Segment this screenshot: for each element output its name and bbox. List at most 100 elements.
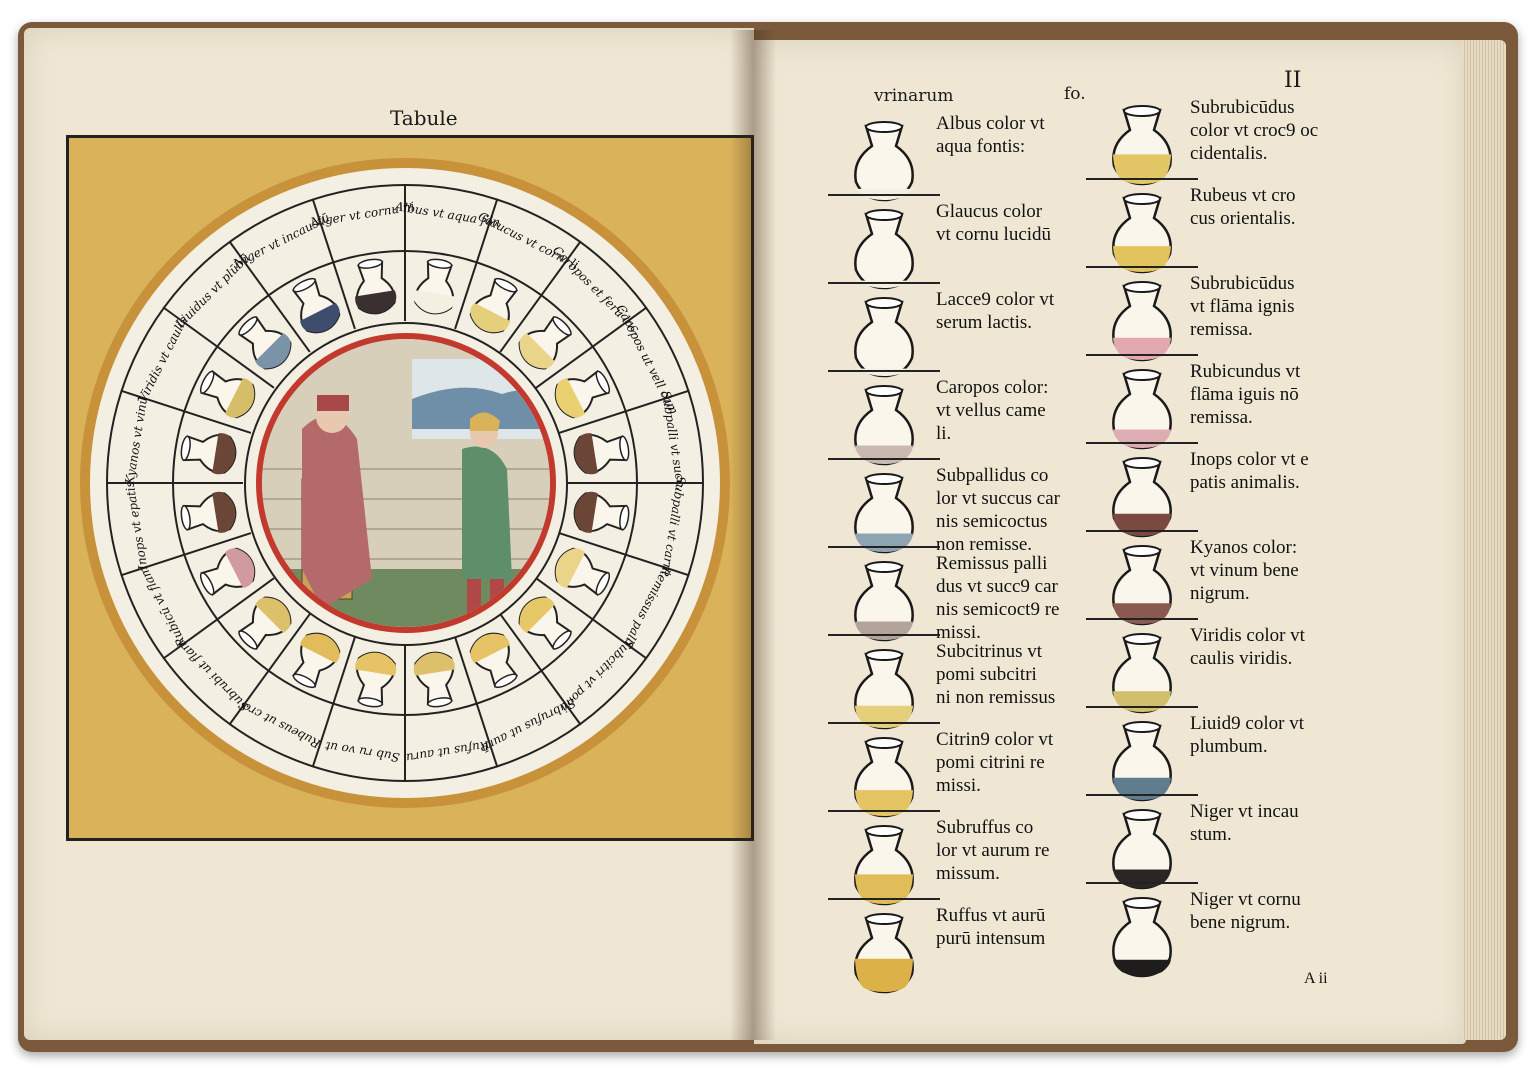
wheel-flask <box>469 277 519 334</box>
wheel-flask <box>237 315 292 370</box>
row-divider <box>828 898 940 900</box>
urine-color-description: Viridis color vt caulis viridis. <box>1190 625 1305 669</box>
wheel-flask <box>199 369 256 419</box>
flask-liquid <box>413 290 455 314</box>
book-gutter <box>730 30 776 1040</box>
flask-liquid <box>1113 959 1171 976</box>
wheel-spoke <box>535 306 648 389</box>
row-divider <box>828 458 940 460</box>
wheel-spoke <box>311 198 356 330</box>
physician-scene <box>256 333 556 633</box>
urine-color-description: Liuid9 color vt plumbum. <box>1190 713 1304 757</box>
urine-flask <box>854 473 914 554</box>
urine-flask <box>854 121 914 202</box>
flask-liquid <box>255 333 291 369</box>
wheel-flask <box>554 369 611 419</box>
row-divider <box>1086 794 1198 796</box>
urine-flask <box>854 385 914 466</box>
wheel-flask <box>413 651 455 708</box>
flask-liquid <box>855 533 913 552</box>
page-edges <box>1462 40 1506 1040</box>
wheel-spoke <box>120 532 252 577</box>
wheel-spoke <box>535 577 648 660</box>
urine-flask <box>1112 105 1172 186</box>
urine-color-description: Niger vt incau stum. <box>1190 801 1299 845</box>
row-divider <box>828 282 940 284</box>
urine-flask <box>1112 897 1172 978</box>
wheel-label: Sub ru vo ut <box>324 739 401 765</box>
wheel-spoke <box>120 389 252 434</box>
row-divider <box>1086 882 1198 884</box>
wheel-flask <box>355 258 397 315</box>
flask-liquid <box>555 378 586 418</box>
row-divider <box>828 634 940 636</box>
urine-flask <box>854 825 914 906</box>
row-divider <box>1086 706 1198 708</box>
wheel-flask <box>237 596 292 651</box>
wheel-flask <box>291 632 341 689</box>
wheel-flask <box>180 433 237 475</box>
flask-liquid <box>255 597 291 633</box>
flask-liquid <box>355 652 397 676</box>
flask-liquid <box>855 790 913 816</box>
wheel-label: Rubicū vt flam <box>136 564 189 650</box>
wheel-flask <box>469 632 519 689</box>
wheel-spoke <box>558 389 690 434</box>
urine-color-description: Citrin9 color vt pomi citrini re missi. <box>936 729 1054 796</box>
row-divider <box>1086 266 1198 268</box>
row-divider <box>828 546 940 548</box>
wheel-label: Niger vt cornu ni <box>309 199 416 229</box>
wheel-flask <box>180 491 237 533</box>
flask-liquid <box>1113 429 1171 448</box>
wheel-label: Remissus palli <box>621 563 674 649</box>
signature-mark: A ii <box>1304 970 1328 987</box>
urine-flask <box>1112 545 1172 626</box>
wheel-flask <box>554 547 611 597</box>
flask-liquid <box>300 633 340 664</box>
flask-liquid <box>574 433 598 475</box>
flask-liquid <box>855 958 913 992</box>
wheel-label: Subpalli vt carni <box>659 475 689 577</box>
wheel-spoke <box>454 198 499 330</box>
flask-liquid <box>212 433 236 475</box>
flask-liquid <box>224 548 255 588</box>
urine-flask <box>854 913 914 994</box>
urine-color-description: Subruffus co lor vt aurum re missum. <box>936 817 1050 884</box>
running-head-folio-abbrev: fo. <box>1064 84 1086 104</box>
urine-color-description: Ruffus vt aurū purū intensum <box>936 905 1046 949</box>
wheel-spoke <box>311 636 356 768</box>
wheel-spoke <box>162 577 275 660</box>
flask-liquid <box>1113 337 1171 360</box>
urine-color-description: Subpallidus co lor vt succus car nis sem… <box>936 465 1060 555</box>
flask-liquid <box>855 621 913 640</box>
wheel-flask <box>413 258 455 315</box>
wheel-label: Rufus ut auru <box>405 738 491 765</box>
flask-liquid <box>1113 154 1171 184</box>
wheel-flask <box>573 433 630 475</box>
urine-flask <box>1112 369 1172 450</box>
flask-liquid <box>470 633 510 664</box>
urine-color-description: Lacce9 color vt serum lactis. <box>936 289 1055 333</box>
row-divider <box>1086 618 1198 620</box>
flask-liquid <box>413 652 455 676</box>
flask-liquid <box>1113 603 1171 624</box>
flask-liquid <box>1113 691 1171 712</box>
urine-flask <box>854 649 914 730</box>
flask-liquid <box>855 874 913 904</box>
wheel-label: Kyanos vt vinū <box>122 396 150 487</box>
wheel-flask <box>199 547 256 597</box>
wheel-spoke <box>162 306 275 389</box>
urine-flask <box>1112 633 1172 714</box>
running-head: vrinarum <box>874 86 954 106</box>
urine-color-description: Remissus palli dus vt succ9 car nis semi… <box>936 553 1060 643</box>
flask-liquid <box>855 705 913 728</box>
wheel-spoke <box>228 613 311 726</box>
urine-flask <box>1112 721 1172 802</box>
flask-liquid <box>1113 246 1171 272</box>
wheel-spoke <box>499 613 582 726</box>
flask-liquid <box>855 445 913 464</box>
flask-liquid <box>212 491 236 533</box>
wheel-flask <box>573 491 630 533</box>
urine-color-description: Niger vt cornu bene nigrum. <box>1190 889 1301 933</box>
flask-liquid <box>300 302 340 333</box>
